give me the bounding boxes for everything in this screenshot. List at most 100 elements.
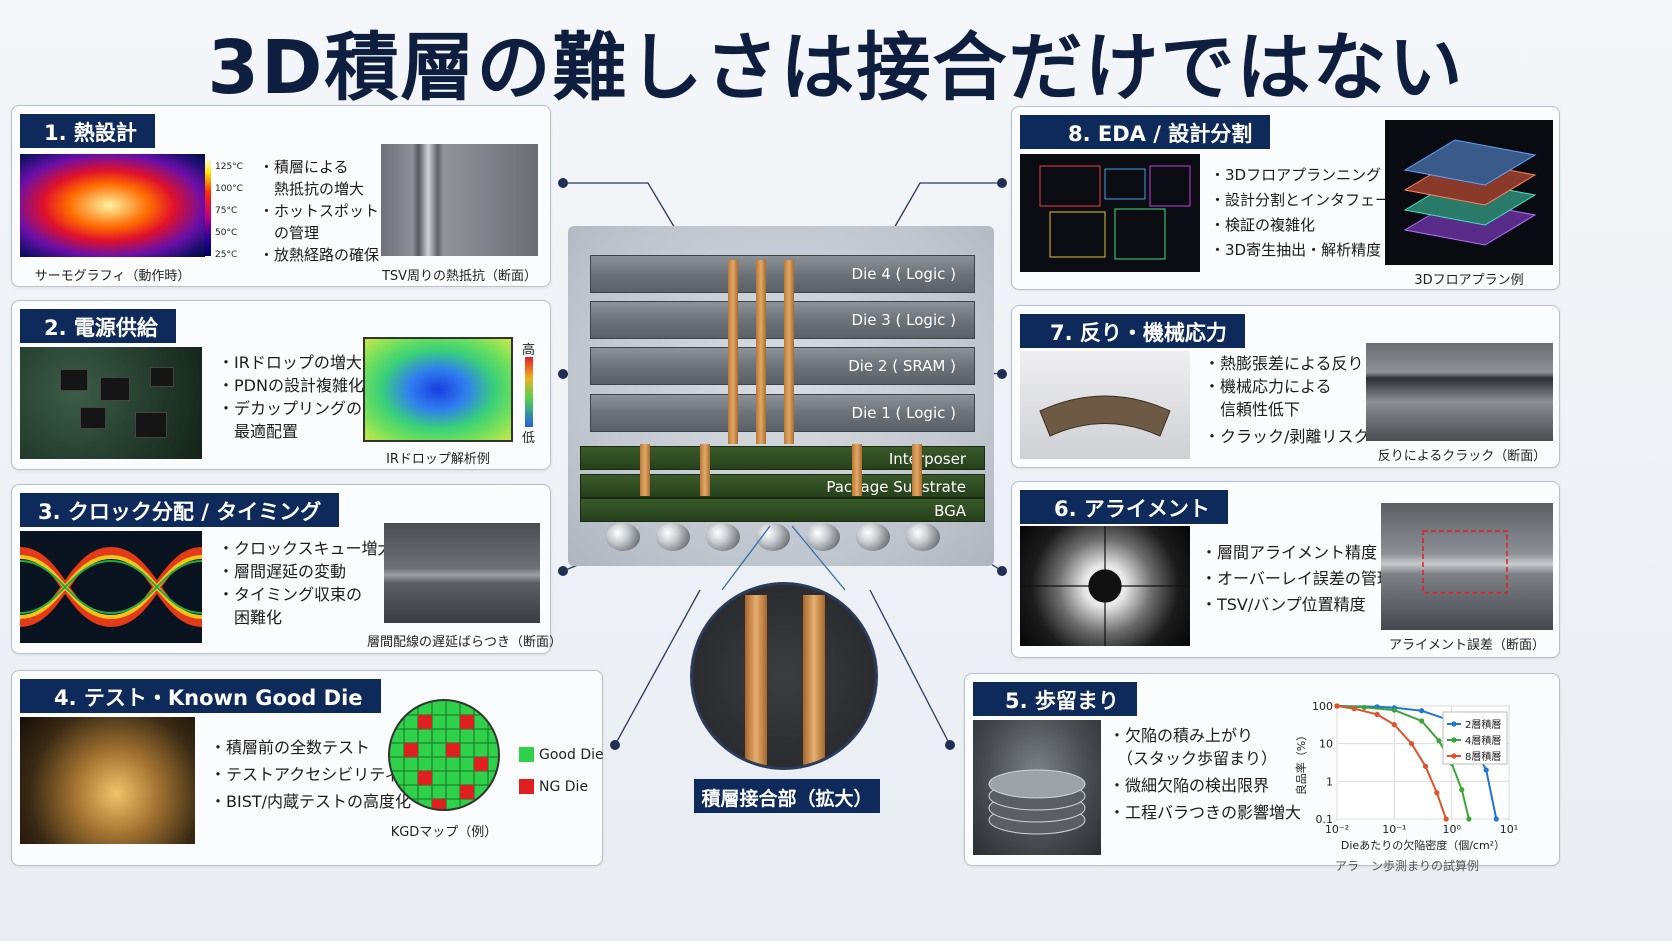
interposer-via bbox=[640, 444, 650, 496]
ir-drop-map-image bbox=[363, 337, 513, 442]
legend-marker bbox=[1451, 753, 1457, 759]
temperature-scale bbox=[205, 158, 211, 256]
bullet-list-eda: ・3Dフロアプランニング ・設計分割とインタフェース ・検証の複雑化 ・3D寄生… bbox=[1210, 166, 1405, 259]
data-point bbox=[1459, 787, 1465, 793]
data-point bbox=[1434, 790, 1440, 796]
data-point bbox=[1419, 718, 1425, 724]
layer-die4: Die 4 ( Logic ) bbox=[590, 255, 975, 293]
alignment-error-cross-section-image bbox=[1381, 503, 1553, 630]
thermography-image bbox=[20, 154, 205, 257]
legend-label: 2層積層 bbox=[1465, 718, 1501, 731]
data-point bbox=[1361, 704, 1367, 710]
x-tick-label: 10⁻¹ bbox=[1382, 823, 1406, 836]
tsv-pillar bbox=[756, 260, 766, 444]
caption-eda: 3Dフロアプラン例 bbox=[1414, 273, 1524, 288]
data-point bbox=[1334, 703, 1340, 709]
data-point bbox=[1391, 707, 1397, 713]
caption-thermography: サーモグラフィ（動作時） bbox=[34, 269, 191, 284]
y-tick-label: 0.1 bbox=[1316, 813, 1334, 826]
panel-heading-clock: 3. クロック分配 / タイミング bbox=[20, 493, 340, 527]
bullet-list-power: ・IRドロップの増大 ・PDNの設計複雑化 ・デカップリングの 最適配置 bbox=[218, 353, 364, 441]
layer-bga-label-bar: BGA bbox=[580, 498, 985, 522]
interposer-via bbox=[700, 444, 710, 496]
legend-ng-label: NG Die bbox=[539, 779, 589, 795]
data-point bbox=[1374, 711, 1380, 717]
bond-zoom-image bbox=[690, 582, 878, 770]
layer-die2: Die 2 ( SRAM ) bbox=[590, 347, 975, 385]
eye-diagram-image bbox=[20, 531, 202, 643]
panel-clock: 3. クロック分配 / タイミング ・クロックスキュー増大 ・層間遅延の変動 ・… bbox=[11, 484, 563, 654]
legend-ng-swatch bbox=[519, 779, 534, 794]
series-line bbox=[1336, 705, 1448, 820]
panel-heading-align: 6. アライメント bbox=[1020, 490, 1228, 524]
data-point bbox=[1483, 767, 1489, 773]
data-point bbox=[1351, 706, 1357, 712]
x-tick-label: 10¹ bbox=[1500, 823, 1518, 836]
caption-yield-partial: アラ ン歩測まりの試算例 bbox=[1335, 859, 1480, 873]
series-line bbox=[1336, 705, 1470, 820]
bullet-list-clock: ・クロックスキュー増大 ・層間遅延の変動 ・タイミング収束の 困難化 bbox=[218, 539, 394, 627]
caption-clock: 層間配線の遅延ばらつき（断面） bbox=[367, 635, 563, 650]
bullet-list-yield: ・欠陥の積み上がり （スタック歩留まり） ・微細欠陥の検出限界 ・工程バラつきの… bbox=[1109, 726, 1302, 822]
legend-label: 8層積層 bbox=[1465, 750, 1501, 763]
data-point bbox=[1436, 738, 1442, 744]
ir-scale-low: 低 bbox=[522, 431, 536, 446]
panel-heading-thermal: 1. 熱設計 bbox=[20, 114, 155, 148]
panel-align: 6. アライメント ・層間アライメント精度 ・オーバーレイ誤差の管理 ・TSV/… bbox=[1011, 481, 1560, 658]
interposer-via bbox=[912, 444, 922, 496]
temperature-scale-labels: 125°C 100°C 75°C 50°C 25°C bbox=[215, 162, 243, 260]
tsv-cross-section-image bbox=[381, 144, 538, 256]
legend-label: 4層積層 bbox=[1465, 734, 1501, 747]
caption-kgd: KGDマップ（例） bbox=[390, 825, 498, 840]
y-axis-label: 良品率（%） bbox=[1294, 730, 1308, 795]
x-tick-label: 10⁻² bbox=[1325, 823, 1349, 836]
pcb-photo bbox=[20, 347, 202, 459]
data-point bbox=[1466, 816, 1472, 822]
data-point bbox=[1408, 741, 1415, 747]
floorplan-3d-image bbox=[1385, 120, 1553, 265]
caption-warp: 反りによるクラック（断面） bbox=[1377, 449, 1547, 464]
data-point bbox=[1422, 763, 1429, 769]
panel-yield: 5. 歩留まり ・欠陥の積み上がり （スタック歩留まり） ・微細欠陥の検出限界 … bbox=[964, 673, 1560, 873]
die-stack-photo bbox=[973, 720, 1101, 855]
panel-thermal: 1. 熱設計 125°C 100°C 75°C 50°C 25°C ・積層による… bbox=[11, 105, 551, 287]
kgd-wafer-map bbox=[388, 699, 500, 811]
legend-good-label: Good Die bbox=[539, 747, 604, 763]
panel-heading-yield: 5. 歩留まり bbox=[973, 682, 1137, 716]
alignment-mark-image bbox=[1020, 526, 1190, 646]
bullet-list-thermal: ・積層による 熱抵抗の増大 ・ホットスポット の管理 ・放熱経路の確保 bbox=[259, 158, 380, 264]
caption-align: アライメント誤差（断面） bbox=[1388, 638, 1545, 653]
bga-ball bbox=[706, 523, 740, 551]
bga-ball bbox=[656, 523, 690, 551]
legend-marker bbox=[1451, 737, 1457, 743]
bullet-list-warp: ・熱膨張差による反り ・機械応力による 信頼性低下 ・クラック/剥離リスク bbox=[1204, 354, 1370, 446]
panel-test: 4. テスト・Known Good Die ・積層前の全数テスト ・テストアクセ… bbox=[11, 670, 604, 866]
bond-zoom-label: 積層接合部（拡大） bbox=[694, 779, 880, 813]
panel-warp: 7. 反り・機械応力 ・熱膨張差による反り ・機械応力による 信頼性低下 ・クラ… bbox=[1011, 305, 1560, 468]
interposer-via bbox=[852, 444, 862, 496]
panel-heading-eda: 8. EDA / 設計分割 bbox=[1020, 115, 1271, 149]
panel-heading-warp: 7. 反り・機械応力 bbox=[1020, 314, 1245, 348]
legend-marker bbox=[1451, 721, 1457, 727]
warped-chip-photo bbox=[1020, 351, 1190, 459]
layer-die1: Die 1 ( Logic ) bbox=[590, 394, 975, 432]
probe-test-photo bbox=[20, 717, 195, 844]
bullet-list-align: ・層間アライメント精度 ・オーバーレイ誤差の管理 ・TSV/バンプ位置精度 bbox=[1201, 543, 1393, 614]
bga-ball bbox=[856, 523, 890, 551]
panel-heading-test: 4. テスト・Known Good Die bbox=[20, 679, 381, 713]
x-tick-label: 10⁰ bbox=[1442, 823, 1461, 836]
panel-eda: 8. EDA / 設計分割 ・3Dフロアプランニング ・設計分割とインタフェース… bbox=[1011, 106, 1560, 290]
legend-good-swatch bbox=[519, 747, 534, 762]
bga-ball bbox=[606, 523, 640, 551]
tsv-pillar bbox=[728, 260, 738, 444]
tsv-pillar bbox=[784, 260, 794, 444]
y-tick-label: 10 bbox=[1319, 738, 1333, 751]
panel-power: 2. 電源供給 ・IRドロップの増大 ・PDNの設計複雑化 ・デカップリングの … bbox=[11, 300, 551, 470]
y-tick-label: 1 bbox=[1326, 775, 1333, 788]
warp-crack-cross-section-image bbox=[1366, 343, 1553, 441]
eda-screenshot bbox=[1020, 154, 1200, 272]
layer-die3: Die 3 ( Logic ) bbox=[590, 301, 975, 339]
bullet-list-test: ・積層前の全数テスト ・テストアクセシビリティ確保 ・BIST/内蔵テストの高度… bbox=[210, 738, 433, 811]
